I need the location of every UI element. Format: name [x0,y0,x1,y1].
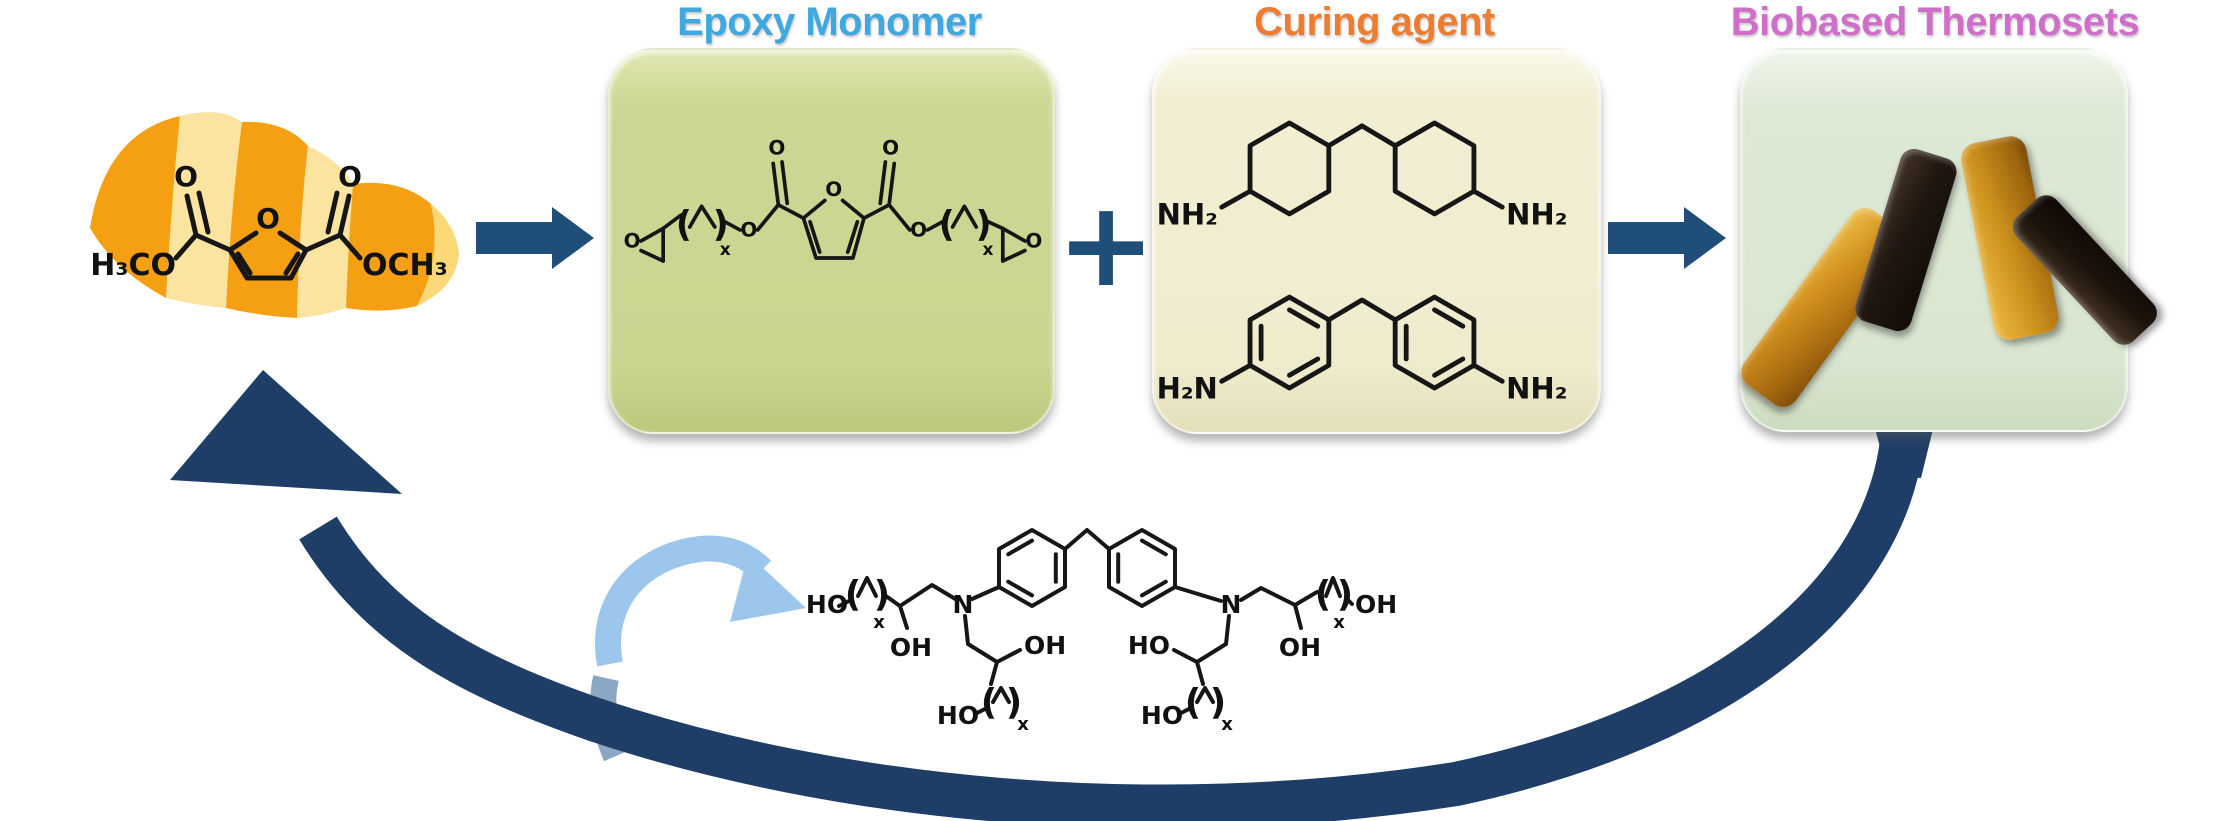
repeat-x-label: x [983,240,994,260]
mda-structure-bonds [1219,294,1505,391]
orange-peel-image [90,112,459,318]
cycle-arrow-shaft [299,429,1925,821]
right-arrow-icon-1 [476,207,594,269]
repeat-paren: ( [676,204,692,245]
repeat-x-label: x [1017,714,1029,735]
right-arrow-icon-2 [1608,207,1726,269]
degradation-product-structure: HO ( ) x OH N OH HO ( ) x HO HO ( ) x N … [806,528,1397,735]
oh-label: OH [1024,631,1066,660]
curing-agent-title: Curing agent [1254,0,1495,44]
degradation-structure-bonds [837,528,1354,716]
repeat-paren: ( [1315,574,1331,615]
plus-icon: + [1057,175,1156,313]
amine-label: H₂N [1157,372,1218,406]
curing-agent-box: NH₂ NH₂ H₂N NH₂ [1152,48,1601,434]
feedstock-molecule: O O O H₃CO OCH₃ [90,112,459,318]
methoxy-right-label: OCH₃ [362,248,448,283]
degradation-arrowhead-icon [730,554,806,622]
epoxy-monomer-box: O ( ) x O O O O O ( ) x O [608,48,1055,434]
carbonyl-o-label: O [174,160,198,193]
epoxy-monomer-structure: O ( ) x O O O O O ( ) x O [624,137,1042,263]
cycle-arrowhead-icon [170,370,402,494]
epoxy-structure-bonds [639,160,1027,263]
repeat-paren: ) [874,574,890,615]
oh-label: OH [890,633,932,662]
furan-o-label: O [256,202,280,235]
repeat-paren: ) [975,204,991,245]
repeat-x-label: x [1333,612,1345,633]
epoxide-o-label: O [1025,230,1042,253]
recycle-cycle-arrow [170,370,1934,821]
carbonyl-o-label: O [338,160,362,193]
ho-label: HO [806,590,848,619]
ho-label: HO [937,701,979,730]
n-label: N [1221,590,1242,619]
degradation-arrow [595,535,806,667]
methoxy-left-label: H₃CO [90,248,176,283]
repeat-paren: ( [845,574,861,615]
ester-o-label: O [740,219,757,242]
pacm-structure-bonds [1219,120,1505,217]
dmfd-structure-bonds [173,190,363,281]
repeat-x-label: x [720,240,731,260]
cycle-arrow-tail-cap [1874,425,1934,478]
carbonyl-o-label: O [768,137,785,160]
repeat-x-label: x [873,612,885,633]
carbonyl-o-label: O [882,137,899,160]
ho-label: HO [1141,701,1183,730]
curing-agents-structures: NH₂ NH₂ H₂N NH₂ [1157,120,1567,406]
biobased-thermosets-title: Biobased Thermosets [1730,0,2140,44]
furan-o-label: O [825,178,842,201]
n-label: N [953,590,974,619]
degradation-arrow-shaft [595,535,772,667]
amine-label: NH₂ [1506,198,1567,232]
repeat-paren: ) [1337,574,1353,615]
ester-o-label: O [910,219,927,242]
biobased-thermosets-box [1734,48,2163,432]
repeat-x-label: x [1221,714,1233,735]
repeat-paren: ) [1006,682,1022,723]
amine-label: NH₂ [1157,198,1218,232]
epoxy-monomer-title: Epoxy Monomer [677,0,982,44]
repeat-paren: ) [713,204,729,245]
repeat-paren: ( [981,682,997,723]
recycle-arrow-tail [590,675,629,762]
oh-label: OH [1355,590,1397,619]
epoxide-o-label: O [624,230,641,253]
ho-label: HO [1128,631,1170,660]
repeat-paren: ) [1210,682,1226,723]
repeat-paren: ( [1185,682,1201,723]
amine-label: NH₂ [1506,372,1567,406]
repeat-paren: ( [939,204,955,245]
oh-label: OH [1279,633,1321,662]
